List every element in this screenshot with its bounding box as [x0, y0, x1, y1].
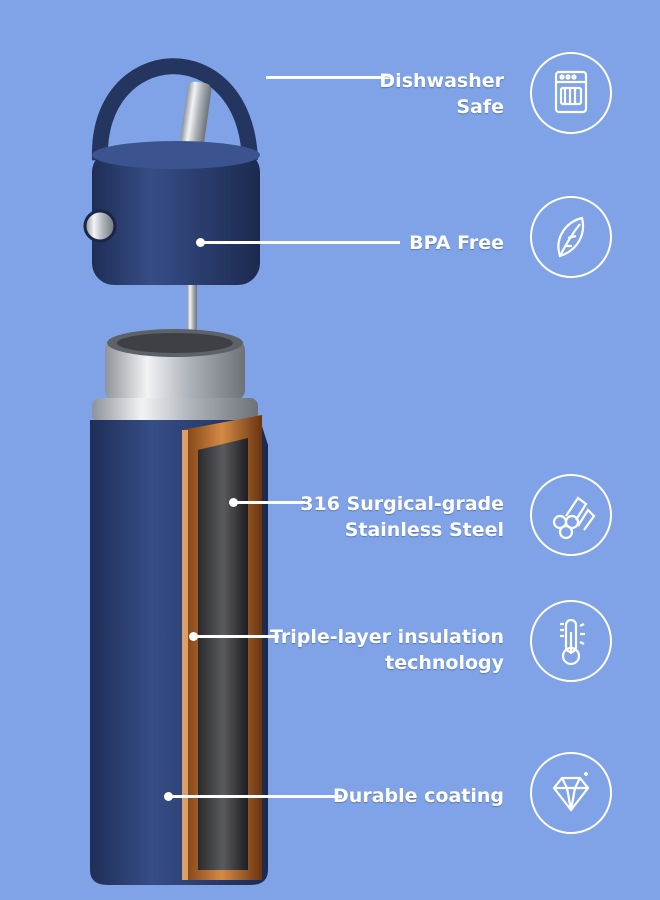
- feature-label-line: BPA Free: [409, 232, 504, 254]
- feature-label-steel: 316 Surgical-grade Stainless Steel: [300, 491, 504, 543]
- feature-label-line: Dishwasher: [379, 70, 504, 92]
- feature-label-insulation: Triple-layer insulation technology: [270, 624, 504, 676]
- cutaway-inner-steel: [198, 438, 248, 870]
- feature-label-bpa: BPA Free: [409, 230, 504, 256]
- feature-label-line: Durable coating: [333, 785, 504, 807]
- steel-rods-icon: [530, 474, 612, 556]
- leaf-icon: [530, 196, 612, 278]
- straw: [187, 285, 197, 345]
- dishwasher-icon: [530, 52, 612, 134]
- bpa-leader-line: [204, 241, 400, 244]
- feature-label-line: technology: [385, 652, 504, 674]
- steel-leader-line: [237, 501, 305, 504]
- insulation-leader-dot: [189, 632, 198, 641]
- cap-button: [83, 209, 117, 243]
- bpa-leader-dot: [196, 238, 205, 247]
- dishwasher-leader-line: [266, 76, 390, 79]
- bottle-cap: [92, 150, 260, 285]
- coating-leader-dot: [164, 792, 173, 801]
- feature-label-coating: Durable coating: [333, 783, 504, 809]
- thermometer-icon: [530, 600, 612, 682]
- feature-label-dishwasher: Dishwasher Safe: [379, 68, 504, 120]
- coating-leader-line: [172, 795, 342, 798]
- steel-leader-dot: [229, 498, 238, 507]
- diamond-icon: [530, 752, 612, 834]
- feature-label-line: Triple-layer insulation: [269, 626, 504, 648]
- feature-label-line: 316 Surgical-grade: [300, 493, 504, 515]
- feature-label-line: Stainless Steel: [344, 519, 504, 541]
- feature-label-line: Safe: [456, 96, 504, 118]
- insulation-leader-line: [197, 635, 279, 638]
- cap-handle: [91, 58, 258, 161]
